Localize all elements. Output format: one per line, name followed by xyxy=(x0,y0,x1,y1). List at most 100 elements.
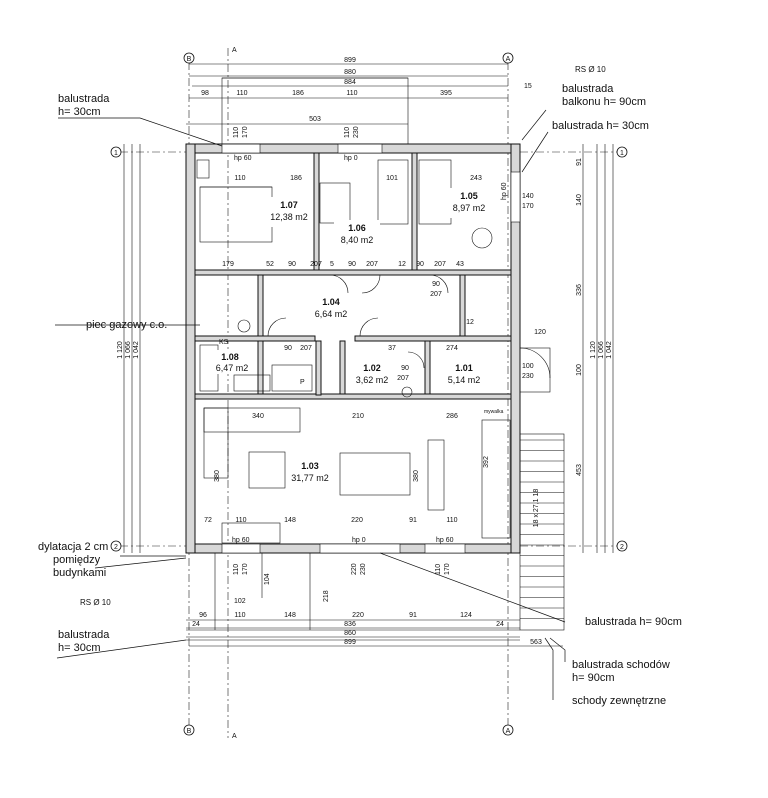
room-area: 8,40 m2 xyxy=(341,235,374,245)
int-low-5: 90 xyxy=(401,365,409,372)
dim-left-1: 1 120 xyxy=(117,341,124,359)
int-living-3: 286 xyxy=(446,413,458,420)
dim-top-5: 395 xyxy=(440,90,452,97)
axis-1-right: 1 xyxy=(620,150,624,157)
dim-bot-6: 124 xyxy=(460,612,472,619)
note-rs-top: RS Ø 10 xyxy=(575,65,606,74)
room-area: 6,47 m2 xyxy=(216,363,249,373)
dim-bot-24-left: 24 xyxy=(192,621,200,628)
note-schody: schody zewnętrzne xyxy=(572,695,666,707)
dim-left-3: 1 042 xyxy=(133,341,140,359)
win-val-6: 170 xyxy=(242,563,249,575)
room-area: 12,38 m2 xyxy=(270,212,308,222)
windows xyxy=(221,143,521,554)
room-area: 5,14 m2 xyxy=(448,375,481,385)
dim-balcony: 503 xyxy=(309,116,321,123)
int-misc-6: 140 xyxy=(522,193,534,200)
dim-right-3: 1 042 xyxy=(606,341,613,359)
axis-b-bottom: B xyxy=(187,728,192,735)
note-piec: piec gazowy c.o. xyxy=(86,319,167,331)
dim-top-3: 186 xyxy=(292,90,304,97)
room-id: 1.02 xyxy=(363,363,381,373)
int-low-9: 207 xyxy=(430,291,442,298)
room-id: 1.06 xyxy=(348,223,366,233)
int-lb-4: 220 xyxy=(351,517,363,524)
int-living-1: 340 xyxy=(252,413,264,420)
int-low-4: 37 xyxy=(388,345,396,352)
note-rs-bottom: RS Ø 10 xyxy=(80,598,111,607)
int-mid-11: 43 xyxy=(456,261,464,268)
right-dimensions: 91 140 336 100 453 1 120 1 066 1 042 xyxy=(576,144,614,553)
int-living-2: 210 xyxy=(352,413,364,420)
int-mid-7: 207 xyxy=(366,261,378,268)
axis-a-bottom: A xyxy=(506,728,511,735)
win-val-4: 230 xyxy=(353,126,360,138)
interior-dimensions: 110 186 101 243 179 52 90 207 5 90 207 1… xyxy=(204,126,546,605)
note-dylatacja-2: pomiędzy xyxy=(53,554,101,566)
stairs-spec: 18 x 27,1 18 xyxy=(533,489,540,528)
terrace xyxy=(186,553,520,641)
note-balustrada-top-left-2: h= 30cm xyxy=(58,106,101,118)
dim-left-2: 1 066 xyxy=(125,341,132,359)
balcony xyxy=(221,77,409,145)
annotation-leaders xyxy=(55,109,566,700)
axis-a-top: A xyxy=(506,56,511,63)
dim-top-15: 15 xyxy=(524,83,532,90)
dim-right-1: 1 120 xyxy=(590,341,597,359)
int-lb-5: 91 xyxy=(409,517,417,524)
room-id: 1.01 xyxy=(455,363,473,373)
dim-right-sub-2: 140 xyxy=(576,194,583,206)
dim-bot-3: 148 xyxy=(284,612,296,619)
dim-top-1: 98 xyxy=(201,90,209,97)
win-val-3: 110 xyxy=(344,127,351,138)
note-balustrada-top-left-1: balustrada xyxy=(58,93,110,105)
room-id: 1.05 xyxy=(460,191,478,201)
int-misc-3: 392 xyxy=(483,456,490,468)
int-low-10: 120 xyxy=(534,329,546,336)
int-mid-1: 179 xyxy=(222,261,234,268)
int-low-8: 90 xyxy=(432,281,440,288)
win-val-5: 110 xyxy=(233,564,240,575)
section-a-bottom: A xyxy=(232,733,237,740)
int-mid-10: 207 xyxy=(434,261,446,268)
p-tag: P xyxy=(300,379,305,386)
int-top-2: 186 xyxy=(290,175,302,182)
int-mid-5: 5 xyxy=(330,261,334,268)
win-val-11: 104 xyxy=(264,573,271,585)
room-area: 6,64 m2 xyxy=(315,309,348,319)
dim-bot-stairs: 563 xyxy=(530,639,542,646)
dim-top-4: 110 xyxy=(346,90,357,97)
axis-b-top: B xyxy=(187,56,192,63)
room-area: 31,77 m2 xyxy=(291,473,329,483)
bottom-dimensions: 96 110 148 220 91 124 24 24 836 860 899 … xyxy=(186,612,563,647)
int-top-1: 110 xyxy=(234,175,245,182)
int-lb-6: 110 xyxy=(446,517,457,524)
int-mid-2: 52 xyxy=(266,261,274,268)
window-hp-2: hp 0 xyxy=(344,155,358,162)
int-low-3: 274 xyxy=(446,345,458,352)
int-misc-5: 230 xyxy=(522,373,534,380)
axis-1-left: 1 xyxy=(114,150,118,157)
dim-bot-1: 96 xyxy=(199,612,207,619)
section-a-top: A xyxy=(232,47,237,54)
note-balustrada-schodow-1: balustrada schodów xyxy=(572,659,670,671)
room-area: 8,97 m2 xyxy=(453,203,486,213)
dim-right-2: 1 066 xyxy=(598,341,605,359)
ks-tag: KS xyxy=(219,339,229,346)
int-mid-3: 90 xyxy=(288,261,296,268)
dim-right-sub-4: 100 xyxy=(576,364,583,376)
int-misc-2: 380 xyxy=(413,470,420,482)
win-val-1: 110 xyxy=(233,127,240,138)
int-top-3: 101 xyxy=(386,175,398,182)
dim-right-sub-1: 91 xyxy=(576,158,583,166)
dim-bot-2: 110 xyxy=(234,612,245,619)
dim-right-sub-5: 453 xyxy=(576,464,583,476)
win-val-13: 218 xyxy=(323,590,330,602)
room-id: 1.08 xyxy=(221,352,239,362)
note-balustrada-90: balustrada h= 90cm xyxy=(585,616,682,628)
note-balustrada-balkonu-2: balkonu h= 90cm xyxy=(562,96,646,108)
room-labels: 1.07 12,38 m2 1.06 8,40 m2 1.05 8,97 m2 … xyxy=(212,188,492,486)
note-balustrada-right: balustrada h= 30cm xyxy=(552,120,649,132)
note-balustrada-bottom-left-2: h= 30cm xyxy=(58,642,101,654)
